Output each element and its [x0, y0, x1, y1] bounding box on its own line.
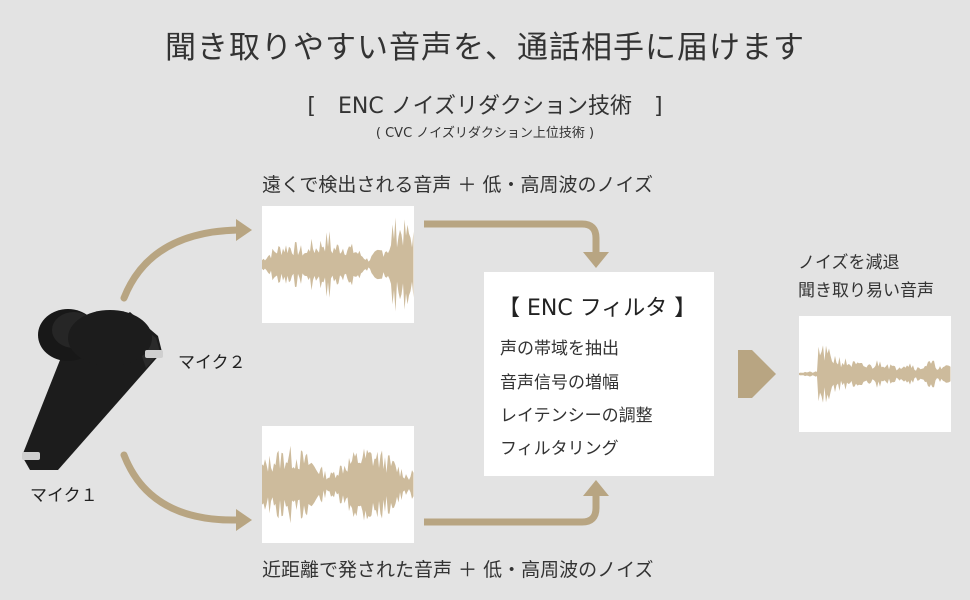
arrow-bottom-wave-to-filter	[424, 494, 596, 522]
earbud-head	[68, 310, 152, 366]
filter-item: フィルタリング	[500, 434, 619, 459]
bottom-waveform	[262, 426, 414, 543]
enc-filter-box: 【 ENC フィルタ 】 声の帯域を抽出 音声信号の増幅 レイテンシーの調整 フ…	[484, 272, 714, 476]
result-label-line2: 聞き取り易い音声	[798, 278, 934, 304]
filter-item: レイテンシーの調整	[500, 401, 653, 426]
output-waveform-panel	[799, 316, 951, 432]
arrow-head-filter-top	[583, 252, 609, 268]
mic2-label: マイク２	[178, 348, 246, 373]
arrow-head-top	[236, 219, 252, 241]
filter-item: 声の帯域を抽出	[500, 334, 619, 359]
arrow-head-filter-bottom	[583, 480, 609, 496]
arrow-top-wave-to-filter	[424, 224, 596, 256]
earbud-illustration	[22, 309, 163, 470]
mic1-label: マイク１	[30, 481, 98, 506]
bottom-waveform-panel	[262, 426, 414, 543]
top-waveform-panel	[262, 206, 414, 323]
arrow-mic1-to-bottom-wave	[124, 455, 238, 520]
output-waveform	[799, 316, 951, 432]
filter-title: 【 ENC フィルタ 】	[498, 290, 696, 322]
mic1-grille	[22, 452, 40, 460]
arrow-mic2-to-top-wave	[124, 230, 238, 298]
top-waveform	[262, 206, 414, 323]
output-arrow	[738, 350, 776, 398]
result-label-line1: ノイズを減退	[798, 250, 900, 276]
mic2-grille	[145, 350, 163, 358]
arrow-head-bottom	[236, 509, 252, 531]
filter-item: 音声信号の増幅	[500, 368, 619, 393]
